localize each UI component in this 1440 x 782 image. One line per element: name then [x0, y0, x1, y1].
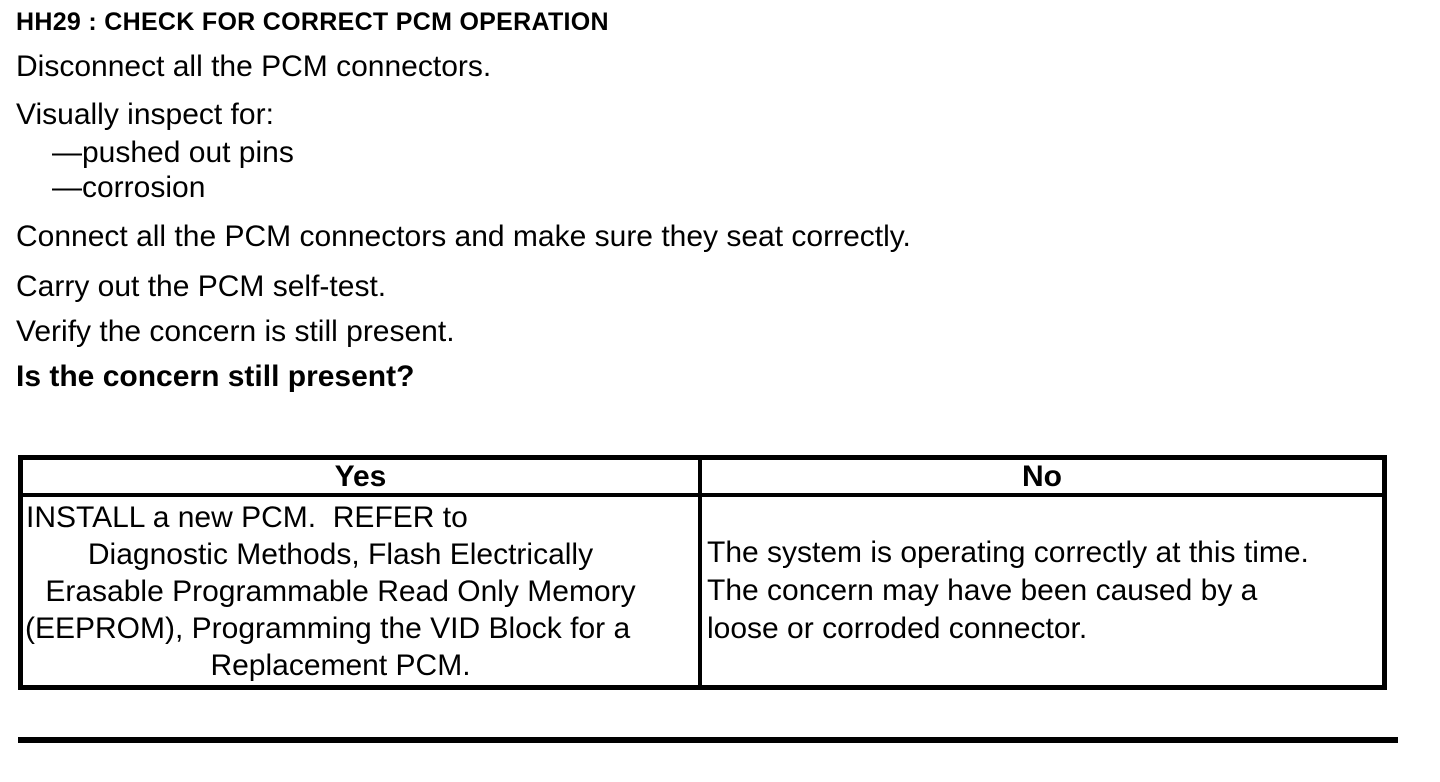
- step-disconnect: Disconnect all the PCM connectors.: [16, 50, 492, 83]
- yes-action-line: Diagnostic Methods, Flash Electrically: [87, 538, 594, 571]
- decision-table: Yes No INSTALL a new PCM. REFER to Diagn…: [18, 455, 1387, 690]
- inspect-item-corrosion: —corrosion: [52, 171, 206, 204]
- decision-question: Is the concern still present?: [16, 360, 415, 393]
- decision-table-header-row: Yes No: [23, 460, 1382, 497]
- no-action-line: loose or corroded connector.: [707, 612, 1088, 645]
- no-action-line: The concern may have been caused by a: [707, 574, 1258, 607]
- step-heading: HH29 : CHECK FOR CORRECT PCM OPERATION: [16, 8, 609, 36]
- yes-action-line: Replacement PCM.: [210, 649, 471, 682]
- yes-action-line: INSTALL a new PCM. REFER to: [26, 501, 468, 534]
- inspect-item-pushed-out-pins: —pushed out pins: [52, 136, 294, 169]
- yes-action-cell: INSTALL a new PCM. REFER to Diagnostic M…: [23, 497, 702, 685]
- no-action-line: The system is operating correctly at thi…: [707, 536, 1309, 569]
- yes-column-header: Yes: [23, 460, 702, 493]
- yes-action-line: (EEPROM), Programming the VID Block for …: [25, 612, 631, 645]
- no-column-header: No: [1022, 460, 1062, 493]
- step-verify: Verify the concern is still present.: [16, 315, 455, 348]
- step-inspect: Visually inspect for:: [16, 98, 274, 131]
- decision-table-body-row: INSTALL a new PCM. REFER to Diagnostic M…: [23, 497, 1382, 685]
- yes-action-line: Erasable Programmable Read Only Memory: [45, 575, 636, 608]
- step-self-test: Carry out the PCM self-test.: [16, 270, 387, 303]
- section-divider-rule: [18, 737, 1398, 743]
- step-connect: Connect all the PCM connectors and make …: [16, 220, 911, 253]
- no-action-cell: The system is operating correctly at thi…: [702, 497, 1382, 685]
